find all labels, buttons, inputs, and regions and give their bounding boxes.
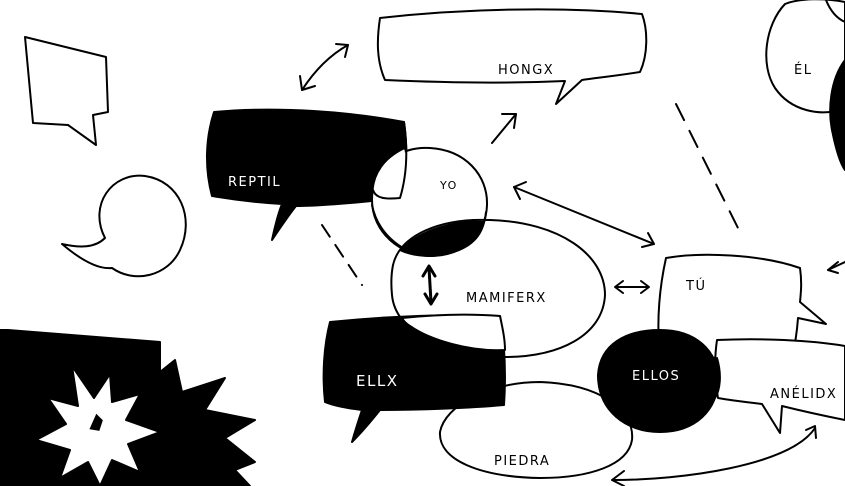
piedra-oval (438, 381, 634, 479)
label-hongx: HONGX (498, 63, 554, 78)
hongx-bubble (376, 8, 648, 105)
label-yo: YO (439, 179, 458, 192)
arrow-right-edge (827, 261, 845, 274)
arrow-yo-tu (513, 181, 655, 248)
label-reptil: REPTIL (228, 175, 281, 190)
explosion-inner (87, 411, 105, 433)
mamiferx-ellx-overlap (401, 313, 506, 352)
reptil-outline (372, 121, 408, 200)
label-tu: TÚ (685, 278, 706, 294)
dashed-connector-right (675, 103, 743, 237)
empty-square-bubble (24, 36, 109, 146)
arrow-vertical-yo-mamiferx (421, 264, 439, 306)
label-ellos: ELLOS (632, 369, 680, 384)
empty-round-bubble (61, 174, 187, 278)
yo-lower-arc (371, 204, 487, 257)
arrow-top-left (299, 43, 349, 91)
label-mamiferx: MAMIFERX (466, 291, 547, 306)
reptil-bubble (206, 108, 408, 241)
ellos-overlap (712, 357, 721, 399)
label-anelidx: ANÉLIDX (770, 386, 837, 402)
el-top-shape (825, 0, 845, 23)
el-side-shape (829, 59, 845, 171)
dashed-connector-left (321, 224, 363, 286)
el-bubble (765, 0, 845, 114)
arrow-to-hongx (491, 113, 517, 144)
label-el: ÉL (794, 62, 812, 78)
label-piedra: PIEDRA (494, 454, 550, 469)
arrow-piedra-anelidx (611, 425, 817, 486)
label-ellx: ELLX (356, 372, 398, 390)
arrow-mamiferx-tu (614, 280, 650, 294)
tu-bubble (657, 253, 827, 360)
